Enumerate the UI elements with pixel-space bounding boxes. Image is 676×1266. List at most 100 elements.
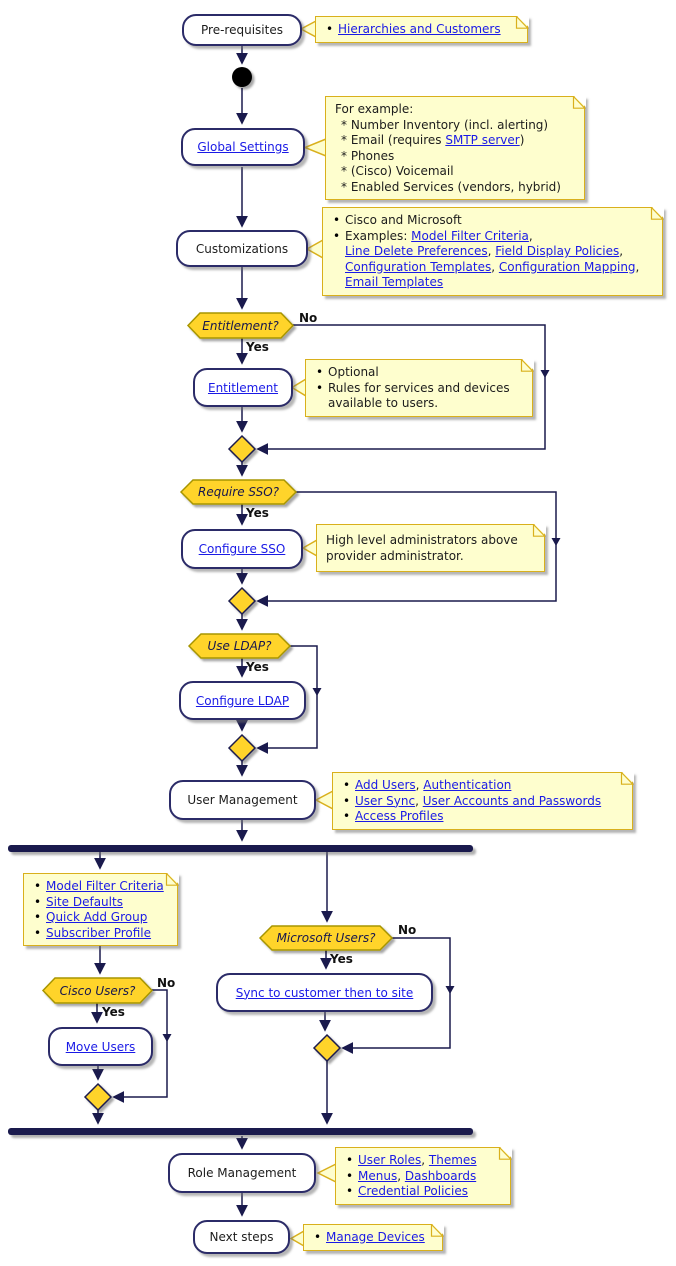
activity-customizations: Customizations: [176, 230, 308, 267]
merge-diamond-microsoft: [312, 1033, 342, 1063]
activity-prerequisites: Pre-requisites: [182, 14, 302, 46]
note-configure-sso: High level administrators above provider…: [316, 523, 546, 572]
link-dashboards[interactable]: Dashboards: [404, 1168, 477, 1183]
note-line: Quick Add Group: [33, 910, 168, 926]
link-entitlement[interactable]: Entitlement: [207, 380, 279, 395]
link-model-filter-criteria-2[interactable]: Model Filter Criteria: [46, 879, 164, 893]
note-prerequisites: Hierarchies and Customers: [315, 15, 529, 43]
branch-label-yes-sso: Yes: [246, 506, 269, 520]
note-line: Configuration Templates, Configuration M…: [345, 259, 640, 274]
branch-label-yes-ldap: Yes: [246, 660, 269, 674]
decision-require-sso-shape: [179, 479, 298, 505]
branch-label-yes-entitlement: Yes: [246, 340, 269, 354]
note-line: Cisco and Microsoft: [332, 213, 653, 229]
link-global-settings[interactable]: Global Settings: [197, 140, 289, 154]
merge-diamond-ldap: [227, 733, 257, 763]
note-fold-icon: [520, 358, 534, 372]
note-line: Credential Policies: [345, 1184, 501, 1200]
branch-label-no-microsoft: No: [398, 923, 417, 937]
note-global-settings: For example: * Number Inventory (incl. a…: [325, 95, 586, 200]
activity-label: Pre-requisites: [201, 23, 283, 37]
decision-use-ldap: Use LDAP?: [207, 639, 272, 653]
note-fold-icon: [165, 872, 179, 886]
activity-role-management: Role Management: [168, 1153, 316, 1193]
link-configure-ldap[interactable]: Configure LDAP: [195, 693, 290, 708]
activity-entitlement: Entitlement: [193, 368, 293, 407]
decision-cisco-users-shape: [41, 977, 154, 1004]
activity-label: Next steps: [209, 1230, 274, 1244]
note-line: Model Filter Criteria: [33, 879, 168, 895]
activity-user-management: User Management: [169, 780, 316, 820]
note-line: Access Profiles: [342, 809, 623, 825]
note-line: Line Delete Preferences, Field Display P…: [345, 244, 624, 258]
link-themes[interactable]: Themes: [428, 1153, 477, 1167]
note-user-management: Add Users, Authentication User Sync, Use…: [332, 771, 634, 830]
branch-label-no-cisco: No: [157, 976, 176, 990]
activity-label: Customizations: [195, 241, 289, 256]
note-fold-icon: [515, 15, 529, 29]
activity-next-steps: Next steps: [193, 1220, 290, 1254]
link-menus[interactable]: Menus: [358, 1168, 398, 1183]
note-line: * (Cisco) Voicemail: [341, 164, 454, 178]
decision-require-sso: Require SSO?: [197, 485, 280, 499]
activity-global-settings: Global Settings: [181, 128, 305, 166]
join-bar: [8, 1128, 473, 1135]
note-line: Add Users, Authentication: [342, 778, 623, 794]
link-user-roles[interactable]: User Roles: [358, 1153, 422, 1167]
link-authentication[interactable]: Authentication: [423, 778, 512, 792]
note-line: * Email (requires SMTP server): [341, 133, 525, 147]
note-line: User Roles, Themes: [345, 1153, 501, 1169]
merge-diamond-entitlement: [227, 434, 257, 464]
note-line: For example:: [335, 102, 414, 116]
decision-microsoft-users-shape: [258, 925, 394, 951]
activity-label: Role Management: [187, 1166, 297, 1180]
activity-move-users: Move Users: [48, 1027, 153, 1066]
decision-entitlement: Entitlement?: [202, 318, 279, 333]
link-sync-to-customer[interactable]: Sync to customer then to site: [235, 985, 414, 1000]
link-add-users[interactable]: Add Users: [355, 778, 416, 792]
link-field-display-policies[interactable]: Field Display Policies: [495, 244, 620, 258]
link-hierarchies-and-customers[interactable]: Hierarchies and Customers: [338, 22, 501, 36]
diagram-shapes: [41, 67, 394, 1112]
link-subscriber-profile[interactable]: Subscriber Profile: [46, 925, 152, 940]
link-smtp-server[interactable]: SMTP server: [445, 133, 520, 147]
link-configure-sso[interactable]: Configure SSO: [198, 542, 286, 556]
merge-diamond-sso: [227, 586, 257, 616]
note-line: Optional: [315, 365, 523, 381]
link-move-users[interactable]: Move Users: [65, 1039, 136, 1054]
link-site-defaults[interactable]: Site Defaults: [46, 894, 123, 909]
decision-cisco-users: Cisco Users?: [59, 983, 136, 998]
link-access-profiles[interactable]: Access Profiles: [355, 809, 444, 823]
note-fold-icon: [498, 1146, 512, 1160]
note-tails: [289, 19, 337, 1248]
link-user-sync[interactable]: User Sync: [355, 793, 416, 808]
link-email-templates[interactable]: Email Templates: [345, 275, 444, 289]
activity-configure-ldap: Configure LDAP: [179, 681, 306, 720]
note-fold-icon: [430, 1223, 444, 1237]
link-quick-add-group[interactable]: Quick Add Group: [46, 910, 148, 924]
link-configuration-mapping[interactable]: Configuration Mapping: [498, 259, 636, 274]
note-line: Subscriber Profile: [33, 926, 168, 942]
note-line: Site Defaults: [33, 895, 168, 911]
activity-sync-to-customer: Sync to customer then to site: [216, 973, 433, 1012]
link-user-accounts-and-passwords[interactable]: User Accounts and Passwords: [422, 793, 602, 808]
link-configuration-templates[interactable]: Configuration Templates: [345, 259, 492, 274]
link-model-filter-criteria[interactable]: Model Filter Criteria: [411, 228, 529, 243]
link-manage-devices[interactable]: Manage Devices: [326, 1230, 425, 1244]
note-line: Examples: Model Filter Criteria,: [332, 229, 653, 245]
link-line-delete-preferences[interactable]: Line Delete Preferences: [345, 244, 488, 258]
link-credential-policies[interactable]: Credential Policies: [358, 1184, 468, 1198]
decision-use-ldap-shape: [187, 633, 292, 659]
note-role-management: User Roles, Themes Menus, Dashboards Cre…: [335, 1146, 512, 1205]
note-site-prep: Model Filter Criteria Site Defaults Quic…: [23, 872, 179, 946]
decision-entitlement-shape: [186, 312, 295, 339]
note-next-steps: Manage Devices: [303, 1223, 444, 1251]
note-line: Menus, Dashboards: [345, 1169, 501, 1185]
merge-diamond-cisco: [83, 1082, 113, 1112]
note-fold-icon: [532, 523, 546, 537]
note-fold-icon: [620, 771, 634, 785]
note-line: provider administrator.: [326, 548, 464, 563]
note-line: Manage Devices: [313, 1230, 433, 1246]
